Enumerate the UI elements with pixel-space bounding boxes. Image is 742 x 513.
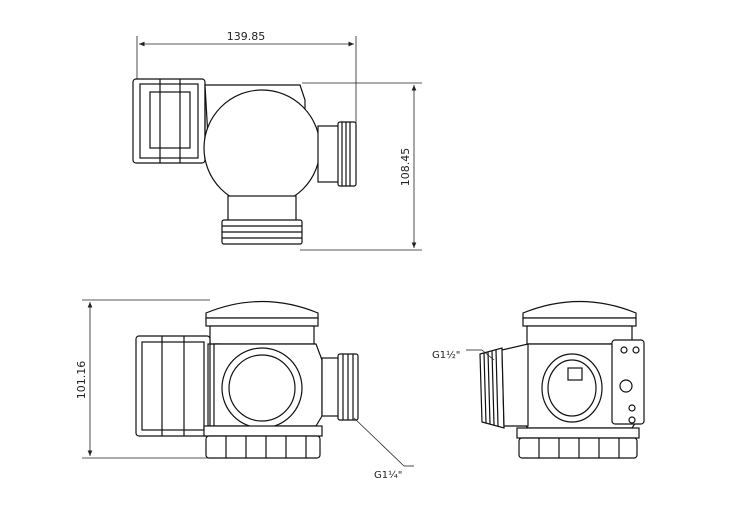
valve-body-top	[203, 84, 357, 245]
top-view: 139.85 108.45	[132, 30, 422, 251]
valve-body-side	[479, 339, 645, 459]
valve-body-front	[203, 343, 359, 459]
dimension-height-top: 108.45	[300, 82, 422, 251]
thread-label-bottom: G1¼"	[374, 469, 402, 481]
front-view: 101.16	[75, 299, 414, 481]
dimension-height-front: 101.16	[75, 299, 210, 459]
side-view: G1½"	[432, 300, 645, 459]
leader-bottom-thread: G1¼"	[353, 417, 414, 481]
dome-cap-side	[522, 300, 637, 345]
dome-cap-front	[205, 300, 319, 345]
actuator-box-top	[132, 78, 220, 164]
leader-side-thread: G1½"	[432, 349, 495, 361]
dimension-height-front-label: 101.16	[75, 361, 88, 400]
dimension-height-top-label: 108.45	[399, 148, 412, 187]
dimension-width-top-label: 139.85	[227, 30, 266, 43]
thread-label-side: G1½"	[432, 349, 460, 361]
actuator-box-front	[135, 335, 221, 437]
dimension-width-top: 139.85	[136, 30, 357, 126]
